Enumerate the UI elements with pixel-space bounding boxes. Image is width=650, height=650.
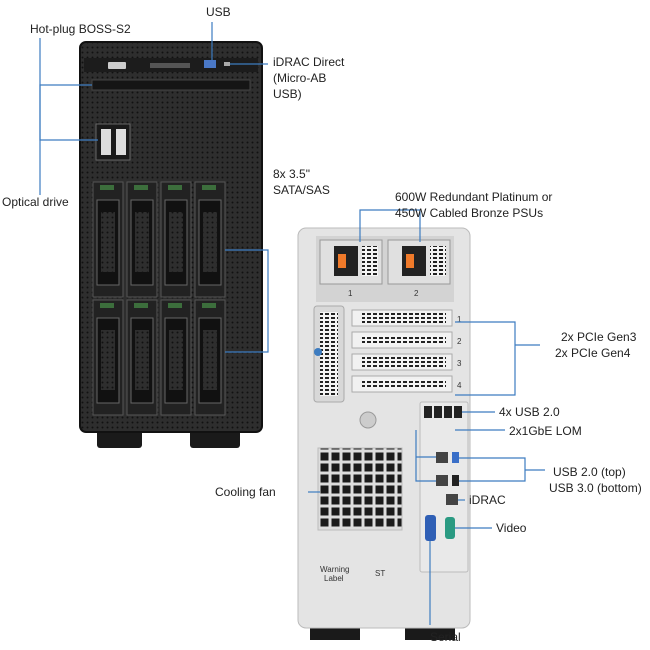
front-usb-port[interactable]: [204, 60, 216, 68]
latch-vent: [320, 312, 338, 396]
drive-bay[interactable]: [160, 181, 192, 298]
optical-drive[interactable]: [91, 79, 251, 91]
service-tag-label: ST: [375, 569, 385, 578]
pcie-slot-number: 3: [457, 359, 462, 368]
pcie-slot[interactable]: [351, 331, 453, 349]
label-usb: USB: [206, 5, 231, 19]
pcie-slots: 1 2 3 4: [351, 309, 462, 393]
label-fan: Cooling fan: [215, 485, 276, 499]
label-video: Video: [496, 521, 527, 535]
psu-number-2: 2: [414, 289, 419, 298]
rear-foot-left: [310, 625, 360, 640]
idrac-port[interactable]: [446, 494, 458, 505]
label-idrac: iDRAC: [469, 493, 506, 507]
label-pcie-1: 2x PCIe Gen3: [561, 330, 637, 344]
label-boss: Hot-plug BOSS-S2: [30, 22, 131, 36]
label-drives-1: 8x 3.5": [273, 167, 310, 181]
idrac-direct-port[interactable]: [224, 62, 230, 66]
label-drives-2: SATA/SAS: [273, 183, 330, 197]
drive-bay[interactable]: [126, 181, 158, 298]
drive-bay[interactable]: [92, 181, 124, 298]
psu-number-1: 1: [348, 289, 353, 298]
label-pcie-2: 2x PCIe Gen4: [555, 346, 631, 360]
latch-button[interactable]: [314, 348, 322, 356]
lock-knob: [359, 411, 377, 429]
label-psu-2: 450W Cabled Bronze PSUs: [395, 206, 543, 220]
rear-tower: 1 2 1 2 3 4 Warning Label ST: [297, 227, 471, 640]
drive-bay[interactable]: [160, 299, 192, 416]
pcie-slot[interactable]: [351, 353, 453, 371]
usb2-port[interactable]: [452, 475, 459, 486]
lom-port-1[interactable]: [436, 452, 448, 463]
pcie-slot-number: 1: [457, 315, 462, 324]
callout-labels: USB Hot-plug BOSS-S2 iDRAC Direct (Micro…: [2, 5, 642, 644]
boss-module[interactable]: [95, 123, 131, 161]
dell-logo: [108, 62, 126, 69]
label-usb-top: USB 2.0 (top): [553, 465, 626, 479]
warning-label-line2: Label: [324, 574, 344, 583]
io-panel: [419, 401, 469, 573]
vga-port[interactable]: [425, 515, 436, 541]
psu-2[interactable]: [387, 239, 451, 285]
label-psu-1: 600W Redundant Platinum or: [395, 190, 552, 204]
drive-bays: [92, 181, 226, 416]
label-optical: Optical drive: [2, 195, 69, 209]
label-serial: Serial: [430, 630, 461, 644]
pcie-slot-number: 4: [457, 381, 462, 390]
rear-foot-right: [405, 625, 455, 640]
label-idrac-direct-1: iDRAC Direct: [273, 55, 345, 69]
warning-label-line1: Warning: [320, 565, 350, 574]
drive-bay[interactable]: [126, 299, 158, 416]
label-usb-bottom: USB 3.0 (bottom): [549, 481, 642, 495]
rear-usb-ports[interactable]: [424, 406, 462, 418]
drive-bay[interactable]: [194, 181, 226, 298]
drive-bay[interactable]: [92, 299, 124, 416]
pcie-slot[interactable]: [351, 309, 453, 327]
lom-port-2[interactable]: [436, 475, 448, 486]
front-tower: [79, 41, 263, 448]
usb3-port[interactable]: [452, 452, 459, 463]
status-panel: [150, 63, 190, 68]
label-lom: 2x1GbE LOM: [509, 424, 582, 438]
leader-lines: [39, 22, 545, 625]
cooling-fan-grille: [317, 447, 403, 531]
label-idrac-direct-2: (Micro-AB: [273, 71, 326, 85]
label-idrac-direct-3: USB): [273, 87, 302, 101]
label-usb-rear: 4x USB 2.0: [499, 405, 560, 419]
pcie-slot-number: 2: [457, 337, 462, 346]
psu-1[interactable]: [319, 239, 383, 285]
drive-bay[interactable]: [194, 299, 226, 416]
serial-port[interactable]: [445, 517, 455, 539]
pcie-slot[interactable]: [351, 375, 453, 393]
